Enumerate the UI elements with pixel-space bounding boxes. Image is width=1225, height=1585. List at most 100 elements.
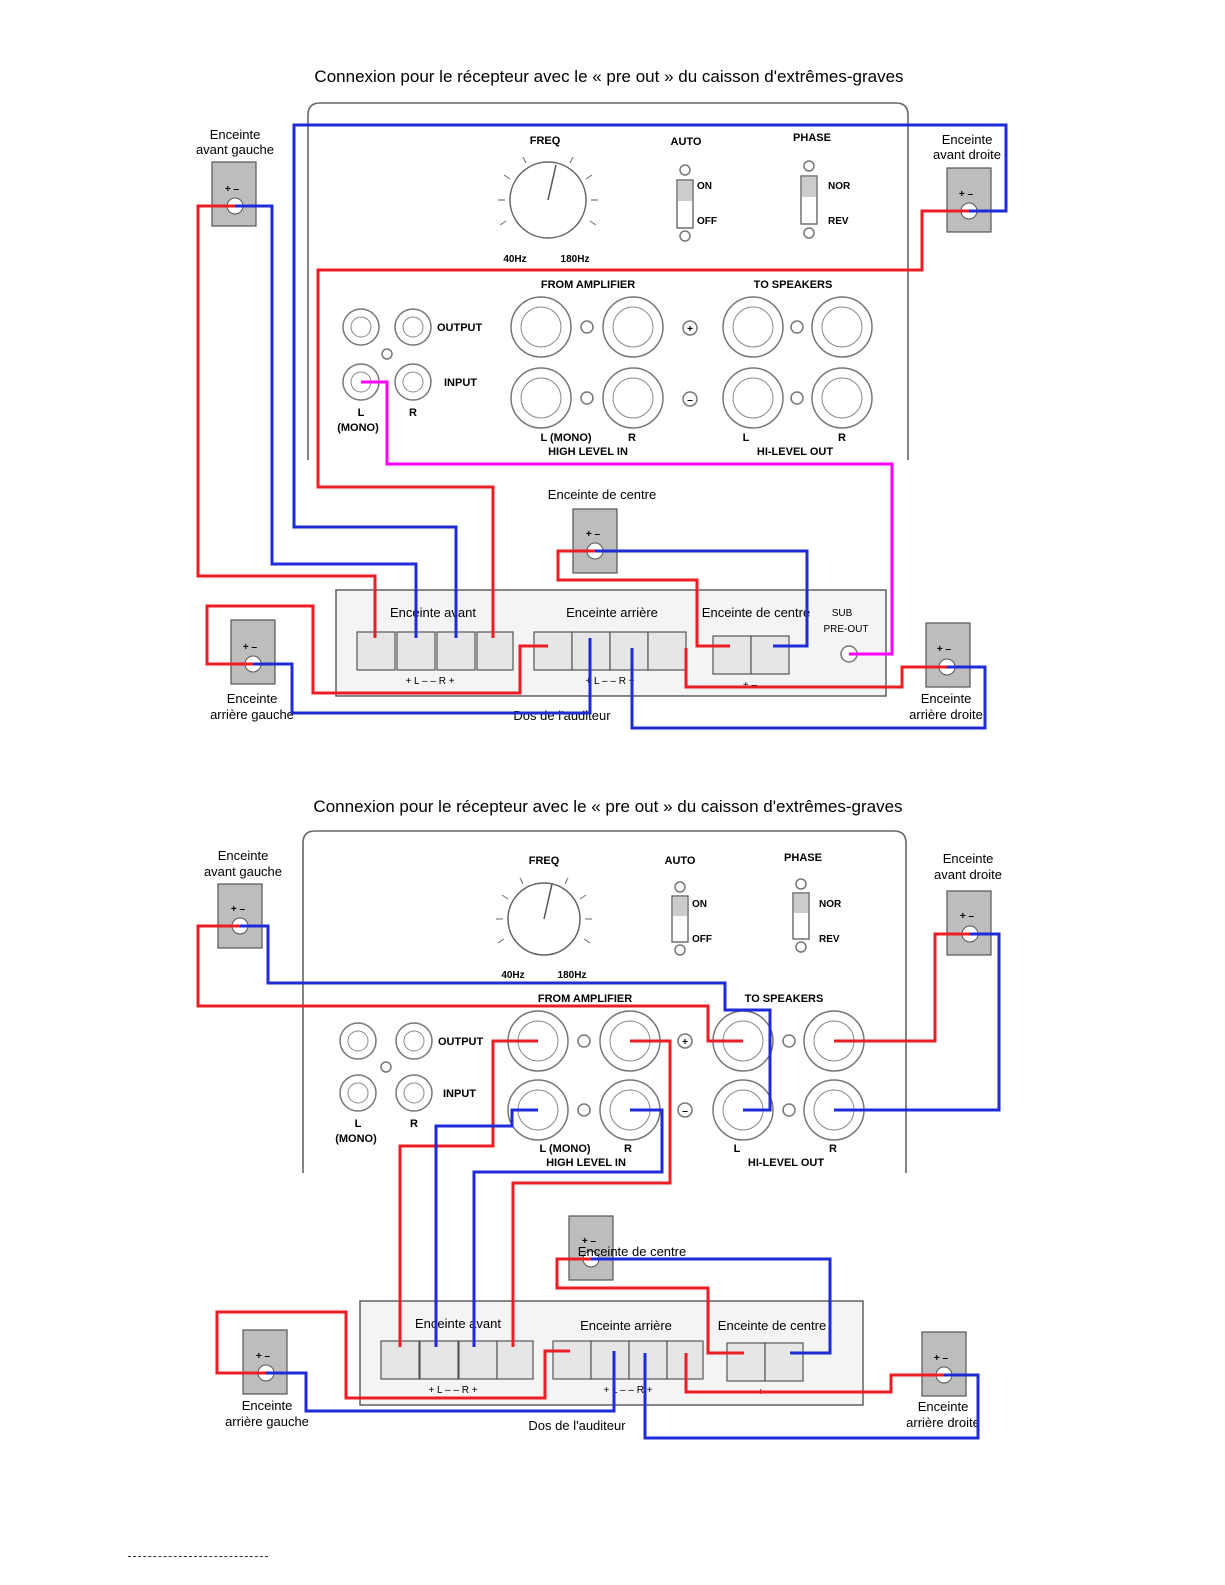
l-label: L — [355, 1118, 362, 1130]
wire-rear-right-negative — [630, 648, 987, 730]
speaker-center — [572, 508, 618, 574]
wires-diagram-1 — [196, 123, 1008, 730]
front-left-polarity: + – — [225, 184, 240, 195]
wire-rear-left-negative — [266, 1351, 616, 1413]
rear-terminal-marks: + L – – R + — [585, 676, 634, 687]
wire-center-positive — [555, 1257, 744, 1355]
receiver-rear-label: Enceinte arrière — [580, 1318, 672, 1333]
diagram-2: Connexion pour le récepteur avec le « pr… — [196, 797, 1002, 1440]
front-left-label-1: Enceinte — [218, 848, 269, 863]
wire-front-left-negative — [240, 924, 772, 1112]
wire-center-negative — [591, 1257, 832, 1355]
input-label: INPUT — [443, 1088, 476, 1100]
wire-front-left-positive — [196, 924, 743, 1043]
wire-rear-right-negative — [643, 1353, 980, 1440]
rear-left-label-1: Enceinte — [242, 1398, 293, 1413]
auto-label: AUTO — [671, 136, 702, 148]
listener-label: Dos de l'auditeur — [513, 708, 611, 723]
phase-label: PHASE — [784, 852, 822, 864]
off-label: OFF — [692, 934, 712, 945]
freq-label: FREQ — [530, 135, 561, 147]
front-left-label-2: avant gauche — [196, 142, 274, 157]
diagram-title: Connexion pour le récepteur avec le « pr… — [313, 797, 902, 816]
wire-rear-right-positive — [684, 648, 947, 689]
receiver-front-label: Enceinte avant — [415, 1316, 501, 1331]
rev-label: REV — [828, 216, 849, 227]
wire-front-right-positive — [316, 209, 969, 638]
receiver-terminals — [356, 631, 858, 675]
hl-in-r-label: R — [628, 432, 636, 444]
freq-knob — [498, 156, 598, 239]
wire-rear-left-positive — [215, 1310, 570, 1400]
listener-label: Dos de l'auditeur — [528, 1418, 626, 1433]
wire-front-right-positive — [834, 932, 970, 1043]
hz-high-label: 180Hz — [561, 254, 590, 265]
from-amplifier-label: FROM AMPLIFIER — [538, 993, 632, 1005]
rear-left-label-1: Enceinte — [227, 691, 278, 706]
center-label: Enceinte de centre — [578, 1244, 686, 1259]
receiver-center-label: Enceinte de centre — [702, 605, 810, 620]
rear-right-label-1: Enceinte — [921, 691, 972, 706]
rev-label: REV — [819, 934, 840, 945]
rear-right-polarity: + – — [934, 1353, 949, 1364]
center-label: Enceinte de centre — [548, 487, 656, 502]
rear-right-label-2: arrière droite — [909, 707, 983, 722]
hi-level-out-label: HI-LEVEL OUT — [748, 1157, 824, 1169]
rear-right-polarity: + – — [937, 644, 952, 655]
on-label: ON — [692, 899, 707, 910]
hl-out-l-label: L — [734, 1143, 741, 1155]
front-terminal-marks: + L – – R + — [428, 1385, 477, 1396]
wire-center-negative — [595, 549, 809, 648]
pre-out-label: PRE-OUT — [824, 624, 869, 635]
receiver-center-label: Enceinte de centre — [718, 1318, 826, 1333]
hl-out-r-label: R — [838, 432, 846, 444]
wire-amp-right-positive — [511, 1039, 672, 1347]
hl-in-l-label: L (MONO) — [540, 432, 591, 444]
rear-right-label-1: Enceinte — [918, 1399, 969, 1414]
front-left-polarity: + – — [231, 904, 246, 915]
receiver-rear-label: Enceinte arrière — [566, 605, 658, 620]
wire-front-left-positive — [196, 204, 377, 638]
rca-jacks — [339, 1022, 433, 1112]
front-terminal-marks: + L – – R + — [405, 676, 454, 687]
wire-rear-right-positive — [684, 1353, 944, 1394]
hz-low-label: 40Hz — [501, 970, 524, 981]
center-polarity: + – — [582, 1236, 597, 1247]
front-left-label-1: Enceinte — [210, 127, 261, 142]
sub-label: SUB — [832, 608, 853, 619]
hl-out-r-label: R — [829, 1143, 837, 1155]
to-speakers-label: TO SPEAKERS — [754, 279, 833, 291]
receiver-terminals — [380, 1340, 804, 1382]
center-polarity: + – — [586, 529, 601, 540]
rear-left-polarity: + – — [256, 1351, 271, 1362]
wire-front-right-negative — [834, 932, 1001, 1112]
rear-terminal-marks: + L – – R + — [603, 1385, 652, 1396]
front-right-label-2: avant droite — [934, 867, 1002, 882]
wires-diagram-2 — [196, 924, 1001, 1440]
front-right-label-1: Enceinte — [943, 851, 994, 866]
high-level-in-label: HIGH LEVEL IN — [546, 1157, 626, 1169]
to-speakers-label: TO SPEAKERS — [745, 993, 824, 1005]
speaker-rear-right — [925, 622, 971, 688]
nor-label: NOR — [828, 181, 851, 192]
front-left-label-2: avant gauche — [204, 864, 282, 879]
auto-switch — [671, 881, 689, 956]
wire-rear-left-negative — [253, 638, 592, 715]
receiver-front-label: Enceinte avant — [390, 605, 476, 620]
hl-in-r-label: R — [624, 1143, 632, 1155]
mono-label: (MONO) — [337, 422, 379, 434]
wire-center-positive — [556, 549, 730, 648]
freq-knob — [496, 877, 592, 956]
binding-posts — [510, 296, 873, 429]
from-amplifier-label: FROM AMPLIFIER — [541, 279, 635, 291]
diagram-1: Connexion pour le récepteur avec le « pr… — [196, 67, 1008, 730]
plus-label: + — [682, 1037, 688, 1048]
front-right-label-2: avant droite — [933, 147, 1001, 162]
front-right-polarity: + – — [959, 189, 974, 200]
phase-label: PHASE — [793, 132, 831, 144]
freq-label: FREQ — [529, 855, 560, 867]
wire-amp-left-negative — [434, 1108, 538, 1347]
l-label: L — [358, 407, 365, 419]
input-label: INPUT — [444, 377, 477, 389]
